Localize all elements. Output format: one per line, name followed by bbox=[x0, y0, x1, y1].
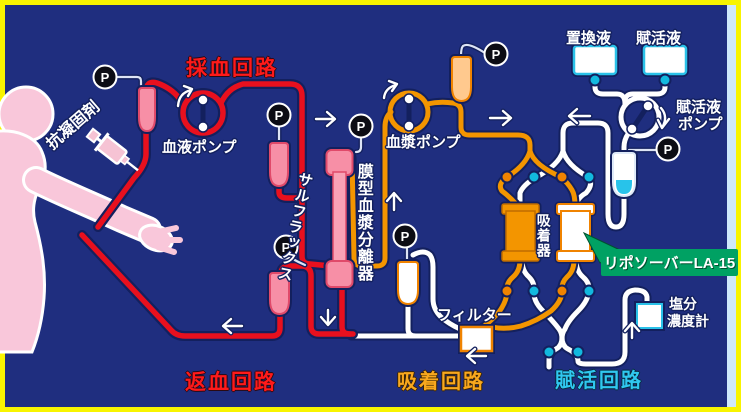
drip-chamber-adsorption bbox=[397, 261, 419, 305]
arrow-right-plasma-feed bbox=[488, 109, 513, 127]
activation-circuit-lines bbox=[346, 69, 670, 372]
arrow-up-plasma-riser bbox=[385, 191, 403, 212]
adsorption-circuit-lines bbox=[347, 88, 580, 333]
arrow-left-activation bbox=[567, 107, 592, 125]
label-blood-return-circuit: 返血回路 bbox=[185, 371, 277, 394]
label-blood-pump: 血液ポンプ bbox=[162, 139, 237, 156]
pressure-gauge-icon: P bbox=[655, 136, 681, 162]
activation-chamber-fluid bbox=[616, 180, 632, 194]
drip-chamber-plasma bbox=[451, 56, 472, 102]
activation-pump-ring bbox=[618, 95, 662, 139]
drip-chamber-blood-2 bbox=[269, 142, 289, 187]
arrow-rotation-plasma-pump bbox=[382, 79, 399, 100]
clamp-dot bbox=[527, 170, 541, 184]
drip-chambers bbox=[136, 54, 638, 317]
clamp-dot bbox=[500, 170, 514, 184]
adsorber-column-active bbox=[499, 201, 542, 264]
clamp-dot bbox=[500, 284, 514, 298]
pressure-gauge-icon: P bbox=[483, 41, 509, 67]
patient-silhouette bbox=[0, 85, 183, 354]
label-activation-pump-2: ポンプ bbox=[678, 116, 723, 133]
label-plasma-pump: 血漿ポンプ bbox=[386, 134, 461, 151]
blood-return-line bbox=[79, 232, 283, 339]
clamp-dot bbox=[582, 170, 596, 184]
label-salinity-1: 塩分 bbox=[669, 296, 697, 312]
label-blood-collection-circuit: 採血回路 bbox=[186, 57, 278, 80]
liposorber-callout: リポソーバーLA-15 bbox=[601, 249, 738, 276]
svg-text:P: P bbox=[275, 108, 284, 123]
clamp-dot bbox=[555, 170, 569, 184]
label-activation-pump-1: 賦活液 bbox=[676, 99, 722, 116]
flow-arrows bbox=[175, 78, 672, 366]
pressure-gauge-icon: P bbox=[392, 223, 418, 249]
svg-text:P: P bbox=[282, 240, 291, 255]
svg-text:P: P bbox=[664, 142, 673, 157]
pressure-stems bbox=[114, 42, 659, 268]
label-filter: フィルター bbox=[437, 307, 512, 324]
svg-text:P: P bbox=[401, 229, 410, 244]
fluid-bags bbox=[571, 43, 689, 77]
clamp-dot bbox=[555, 284, 569, 298]
pressure-gauge-icon: P bbox=[92, 64, 118, 90]
line-clamps bbox=[500, 73, 672, 359]
clamp-dot bbox=[527, 284, 541, 298]
right-edge-strip bbox=[727, 5, 736, 407]
activation-fluid-bag bbox=[642, 44, 688, 76]
clamp-dot bbox=[571, 345, 585, 359]
pressure-gauge-icon: P bbox=[273, 234, 299, 260]
clamp-dot bbox=[588, 73, 602, 87]
svg-text:P: P bbox=[492, 47, 501, 62]
clamp-dot bbox=[542, 345, 556, 359]
svg-text:P: P bbox=[357, 119, 366, 134]
label-replacement-fluid: 置換液 bbox=[566, 30, 612, 47]
drip-chamber-return bbox=[269, 272, 290, 315]
label-activation-fluid: 賦活液 bbox=[636, 30, 682, 47]
arrow-right-separator-top bbox=[314, 110, 337, 128]
pressure-gauge-icon: P bbox=[266, 102, 292, 128]
patient-hand bbox=[138, 223, 183, 255]
salinity-meter-box bbox=[634, 301, 665, 331]
pump-rotors bbox=[197, 93, 654, 135]
arrow-up-salinity bbox=[623, 321, 641, 340]
pressure-gauge-icon: P bbox=[348, 113, 374, 139]
arrow-down-separator-outlet bbox=[319, 308, 337, 327]
arrow-left-filter bbox=[465, 347, 488, 365]
pressure-gauges: P P P P P P P bbox=[92, 41, 681, 260]
arrow-left-return bbox=[221, 317, 244, 335]
label-adsorption-circuit: 吸着回路 bbox=[397, 371, 485, 393]
label-adsorber: 吸着器 bbox=[535, 213, 552, 258]
syringe-icon bbox=[85, 127, 139, 172]
blood-collection-line bbox=[95, 128, 149, 230]
arrow-rotation-activation-pump bbox=[656, 106, 671, 130]
replacement-fluid-bag bbox=[572, 44, 618, 76]
arrow-rotation-blood-pump bbox=[176, 84, 194, 108]
plasma-separator-column bbox=[323, 147, 356, 290]
adsorber-column-liposorber bbox=[554, 201, 597, 264]
label-salinity-2: 濃度計 bbox=[667, 313, 709, 329]
drip-chamber-blood-1 bbox=[138, 87, 156, 132]
clamp-dot bbox=[582, 284, 596, 298]
label-activation-circuit: 賦活回路 bbox=[555, 370, 643, 392]
blood-pump-ring bbox=[180, 90, 226, 136]
pressure-letter: P bbox=[101, 70, 110, 85]
clamp-dot bbox=[658, 73, 672, 87]
label-membrane-separator: 膜型血漿分離器 bbox=[354, 163, 372, 282]
